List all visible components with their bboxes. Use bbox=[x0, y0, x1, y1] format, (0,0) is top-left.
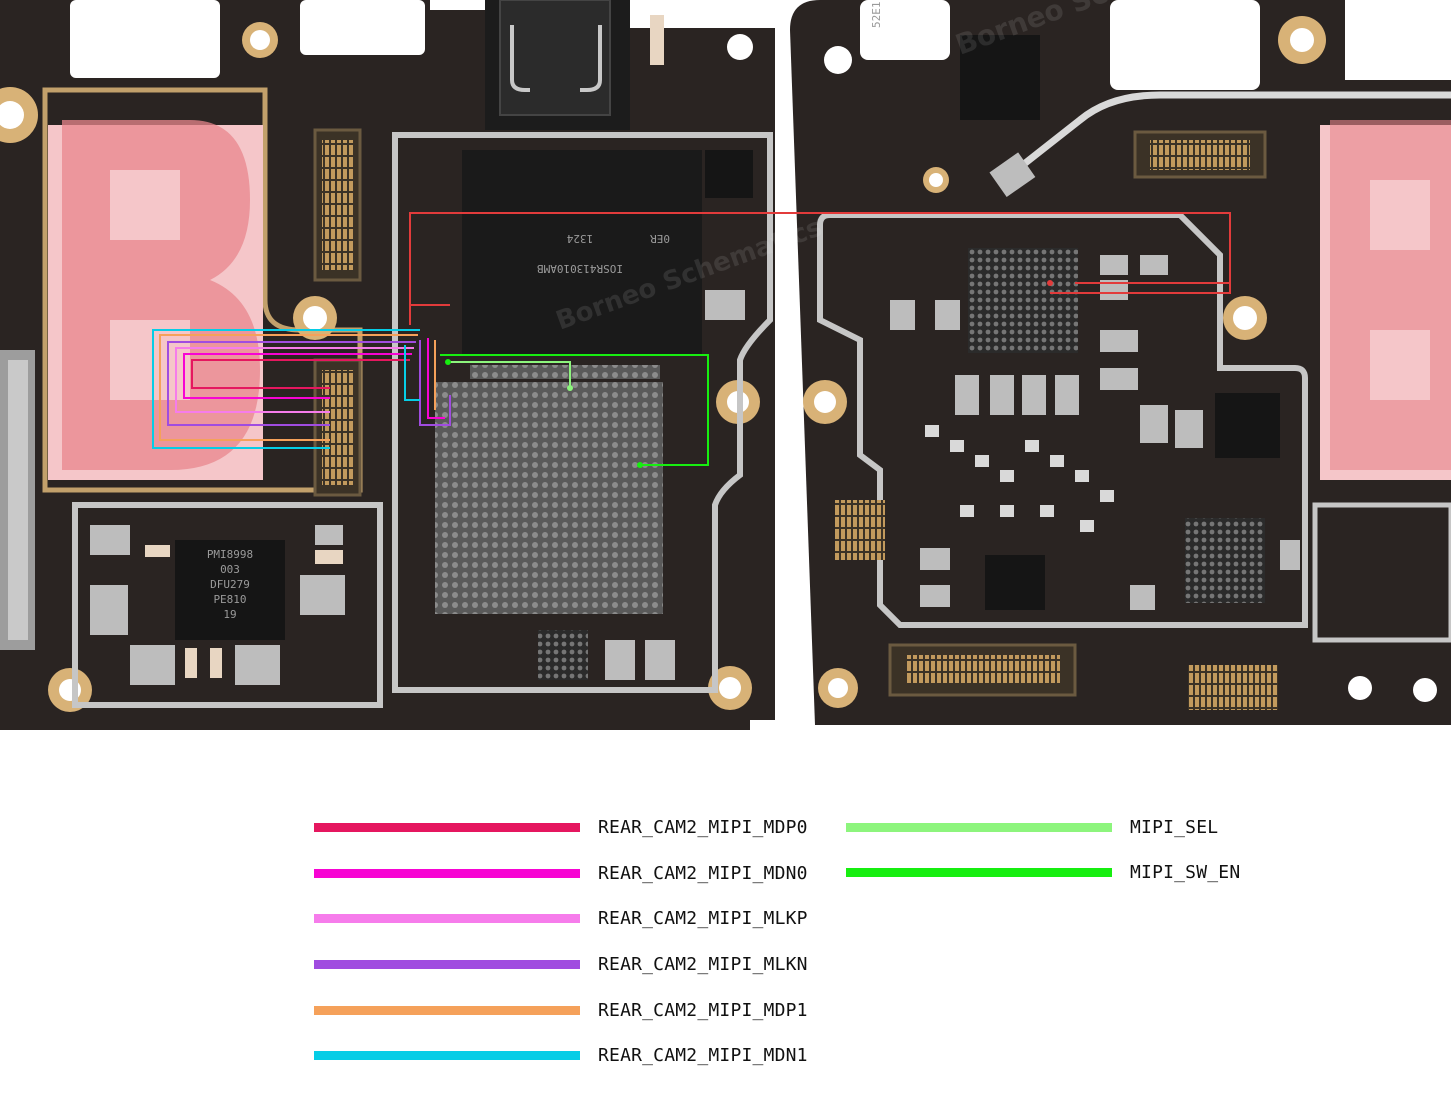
svg-text:19: 19 bbox=[223, 608, 236, 621]
legend-item-mdn0: REAR_CAM2_MIPI_MDN0 bbox=[314, 862, 808, 884]
legend-label: REAR_CAM2_MIPI_MLKN bbox=[598, 953, 808, 975]
legend-item-mlkn: REAR_CAM2_MIPI_MLKN bbox=[314, 953, 808, 975]
memory-chip bbox=[462, 150, 702, 355]
legend-label: MIPI_SW_EN bbox=[1130, 861, 1241, 883]
legend-item-mipi-sw-en: MIPI_SW_EN bbox=[846, 861, 1240, 883]
trace-mipi-mdn1 bbox=[152, 329, 420, 449]
svg-text:0ER: 0ER bbox=[650, 232, 670, 245]
trace-mipi-mdp1 bbox=[159, 334, 418, 441]
legend-label: REAR_CAM2_MIPI_MDN0 bbox=[598, 862, 808, 884]
pmic-shield-frame bbox=[72, 502, 383, 708]
svg-text:003: 003 bbox=[220, 563, 240, 576]
trace-mipi-mdn0 bbox=[183, 353, 412, 399]
soc-bga-pads bbox=[435, 382, 663, 614]
signal-legend: REAR_CAM2_MIPI_MDP0 REAR_CAM2_MIPI_MDN0 … bbox=[0, 800, 1451, 1090]
legend-swatch bbox=[314, 913, 580, 923]
legend-item-mipi-sel: MIPI_SEL bbox=[846, 816, 1218, 838]
trace-power-net bbox=[409, 212, 1231, 325]
svg-text:IOSR413010AMB: IOSR413010AMB bbox=[537, 262, 623, 275]
right-board: 52E1 bbox=[790, 0, 1451, 725]
legend-swatch bbox=[314, 959, 580, 969]
svg-text:52E1: 52E1 bbox=[870, 2, 883, 29]
svg-text:1324: 1324 bbox=[566, 232, 593, 245]
legend-label: REAR_CAM2_MIPI_MDN1 bbox=[598, 1044, 808, 1066]
legend-item-mdp0: REAR_CAM2_MIPI_MDP0 bbox=[314, 816, 808, 838]
legend-swatch bbox=[846, 867, 1112, 877]
signal-traces bbox=[152, 212, 1231, 466]
legend-swatch bbox=[314, 1005, 580, 1015]
pcb-board-svg: 1324 IOSR413010AMB 0ER PMI8998 003 DFU27… bbox=[0, 0, 1451, 730]
legend-label: REAR_CAM2_MIPI_MDP1 bbox=[598, 999, 808, 1021]
legend-item-mlkp: REAR_CAM2_MIPI_MLKP bbox=[314, 907, 808, 929]
trace-mipi-mlkp bbox=[175, 347, 414, 413]
trace-mipi-mdp0 bbox=[191, 359, 410, 389]
legend-swatch bbox=[314, 1050, 580, 1060]
trace-mipi-sw-en bbox=[440, 354, 709, 466]
trace-mipi-sel bbox=[450, 361, 571, 388]
left-cutout-top bbox=[70, 0, 220, 78]
rf-shield-frame bbox=[817, 212, 1308, 628]
soc-shield-frame bbox=[392, 132, 773, 693]
legend-label: MIPI_SEL bbox=[1130, 816, 1219, 838]
svg-text:PE810: PE810 bbox=[213, 593, 246, 606]
legend-label: REAR_CAM2_MIPI_MLKP bbox=[598, 907, 808, 929]
trace-mipi-mlkn bbox=[167, 341, 416, 426]
legend-swatch bbox=[314, 822, 580, 832]
legend-item-mdn1: REAR_CAM2_MIPI_MDN1 bbox=[314, 1044, 808, 1066]
left-cutout-top2 bbox=[300, 0, 425, 55]
pcb-board-photo: 1324 IOSR413010AMB 0ER PMI8998 003 DFU27… bbox=[0, 0, 1451, 730]
via-markers bbox=[445, 280, 1053, 468]
left-board: 1324 IOSR413010AMB 0ER PMI8998 003 DFU27… bbox=[0, 0, 775, 730]
legend-swatch bbox=[314, 868, 580, 878]
legend-item-mdp1: REAR_CAM2_MIPI_MDP1 bbox=[314, 999, 808, 1021]
rf-bga-chip bbox=[968, 248, 1078, 353]
legend-label: REAR_CAM2_MIPI_MDP0 bbox=[598, 816, 808, 838]
legend-swatch bbox=[846, 822, 1112, 832]
pmic-chip bbox=[175, 540, 285, 640]
svg-text:PMI8998: PMI8998 bbox=[207, 548, 253, 561]
svg-text:DFU279: DFU279 bbox=[210, 578, 250, 591]
